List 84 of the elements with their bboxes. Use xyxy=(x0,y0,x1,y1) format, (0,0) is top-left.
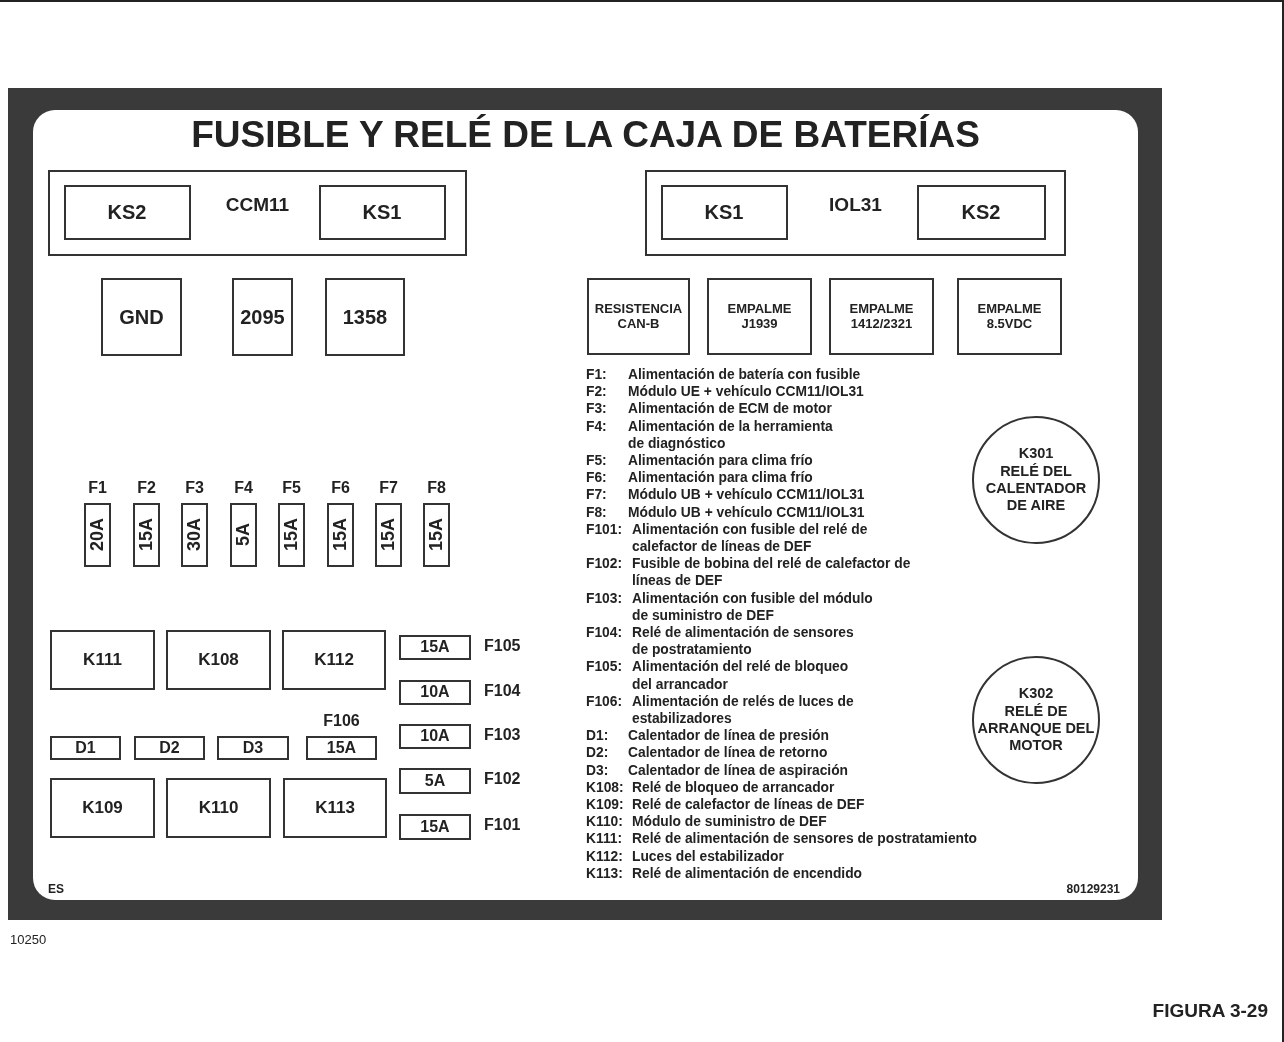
key-entry: F2: Módulo UE + vehículo CCM11/IOL31 xyxy=(586,383,864,401)
fuse: 15A xyxy=(278,503,305,567)
fuse: 5A xyxy=(230,503,257,567)
fuse-label: F8 xyxy=(427,479,446,497)
fuse: 15A xyxy=(399,814,471,840)
terminal-box: 2095 xyxy=(232,278,293,356)
fuse: 10A xyxy=(399,724,471,749)
key-entry: F1: Alimentación de batería con fusible xyxy=(586,366,861,384)
key-entry: D1: Calentador de línea de presión xyxy=(586,727,829,745)
key-entry: K112: Luces del estabilizador xyxy=(586,847,784,865)
fuse: 20A xyxy=(84,503,111,567)
key-entry: F4: Alimentación de la herramienta de diagnóstico xyxy=(586,417,834,452)
module-label: CCM11 xyxy=(225,194,290,216)
key-entry: K110: Módulo de suministro de DEF xyxy=(586,813,827,831)
key-entry: F102: Fusible de bobina del relé de calefactor de líneas de DEF xyxy=(586,555,912,590)
key-entry: D3: Calentador de línea de aspiración xyxy=(586,761,849,779)
fuse-label: F106 xyxy=(323,712,360,730)
fuse-label: F4 xyxy=(234,479,253,497)
relay-label: K302 xyxy=(1018,685,1054,703)
fuse-label: F102 xyxy=(484,770,521,788)
key-entry: K109: Relé de calefactor de líneas de DEF xyxy=(586,796,865,814)
key-entry: F106: Alimentación de relés de luces de estabilizadores xyxy=(586,692,855,728)
module-box xyxy=(48,170,467,256)
diode-box: D1 xyxy=(50,736,121,760)
fuse: 15A xyxy=(375,503,402,567)
key-entry: D2: Calentador de línea de retorno xyxy=(586,744,828,762)
fuse-label: F6 xyxy=(331,479,350,497)
key-entry: F6: Alimentación para clima frío xyxy=(586,469,813,487)
relay-box: K108 xyxy=(166,630,271,690)
fuse: 30A xyxy=(181,503,208,567)
key-entry: F104: Relé de alimentación de sensores de postratamiento xyxy=(586,624,855,659)
relay-label: K301 xyxy=(1018,445,1054,463)
key-entry: K111: Relé de alimentación de sensores de postratamiento xyxy=(586,830,978,848)
language-code: ES xyxy=(48,882,64,896)
key-entry: F5: Alimentación para clima frío xyxy=(586,452,813,470)
fuse-label: F7 xyxy=(379,479,398,497)
fuse-label: F2 xyxy=(137,479,156,497)
fuse: 15A xyxy=(133,503,160,567)
fuse: 15A xyxy=(306,736,377,760)
key-entry: F7: Módulo UB + vehículo CCM11/IOL31 xyxy=(586,486,865,504)
connector-box: KS1 xyxy=(660,184,788,240)
fuse: 15A xyxy=(423,503,450,567)
key-entry: K113: Relé de alimentación de encendido xyxy=(586,864,862,883)
module-label: IOL31 xyxy=(829,194,882,216)
key-entry: F103: Alimentación con fusible del módulo de suministro de DEF xyxy=(586,589,874,625)
diode-box: D3 xyxy=(217,736,289,760)
terminal-box: 1358 xyxy=(325,278,405,356)
relay-label: RELÉ DE ARRANQUE DEL MOTOR xyxy=(977,702,1095,755)
fuse-label: F105 xyxy=(484,637,521,655)
connector-box: KS1 xyxy=(318,184,446,240)
fuse-label: F1 xyxy=(88,479,107,497)
splice-box: EMPALME 1412/2321 xyxy=(829,278,934,355)
fuse: 5A xyxy=(399,768,471,794)
diode-box: D2 xyxy=(134,736,205,760)
fuse: 15A xyxy=(399,635,471,660)
key-entry: F8: Módulo UB + vehículo CCM11/IOL31 xyxy=(586,503,865,521)
part-number: 80129231 xyxy=(1066,882,1120,896)
fuse: 10A xyxy=(399,680,471,705)
relay-box: K113 xyxy=(283,778,387,838)
splice-box: EMPALME J1939 xyxy=(707,278,812,355)
key-entry: F105: Alimentación del relé de bloqueo del arrancador xyxy=(586,658,850,693)
key-entry: F3: Alimentación de ECM de motor xyxy=(586,400,832,418)
module-box xyxy=(645,170,1066,256)
resistor-box: RESISTENCIA CAN-B xyxy=(587,278,690,355)
fuse-label: F101 xyxy=(484,816,521,834)
key-entry: F101: Alimentación con fusible del relé de calefactor de líneas de DEF xyxy=(586,520,869,556)
splice-box: EMPALME 8.5VDC xyxy=(957,278,1062,355)
fuse-label: F104 xyxy=(484,682,521,700)
relay-box: K111 xyxy=(50,630,155,690)
figure-number: FIGURA 3-29 xyxy=(1152,1000,1268,1022)
relay-box: K112 xyxy=(282,630,386,690)
reference-number: 10250 xyxy=(10,932,47,947)
relay-label: RELÉ DEL CALENTADOR DE AIRE xyxy=(984,462,1088,515)
connector-box: KS2 xyxy=(916,184,1046,240)
terminal-box: GND xyxy=(101,278,182,356)
relay-box: K110 xyxy=(166,778,271,838)
fuse-label: F3 xyxy=(185,479,204,497)
relay-box: K109 xyxy=(50,778,155,838)
key-entry: K108: Relé de bloqueo de arrancador xyxy=(586,778,835,797)
fuse: 15A xyxy=(327,503,354,567)
connector-box: KS2 xyxy=(63,184,191,240)
fuse-label: F5 xyxy=(282,479,301,497)
title: FUSIBLE Y RELÉ DE LA CAJA DE BATERÍAS xyxy=(190,114,981,156)
fuse-label: F103 xyxy=(484,726,521,744)
